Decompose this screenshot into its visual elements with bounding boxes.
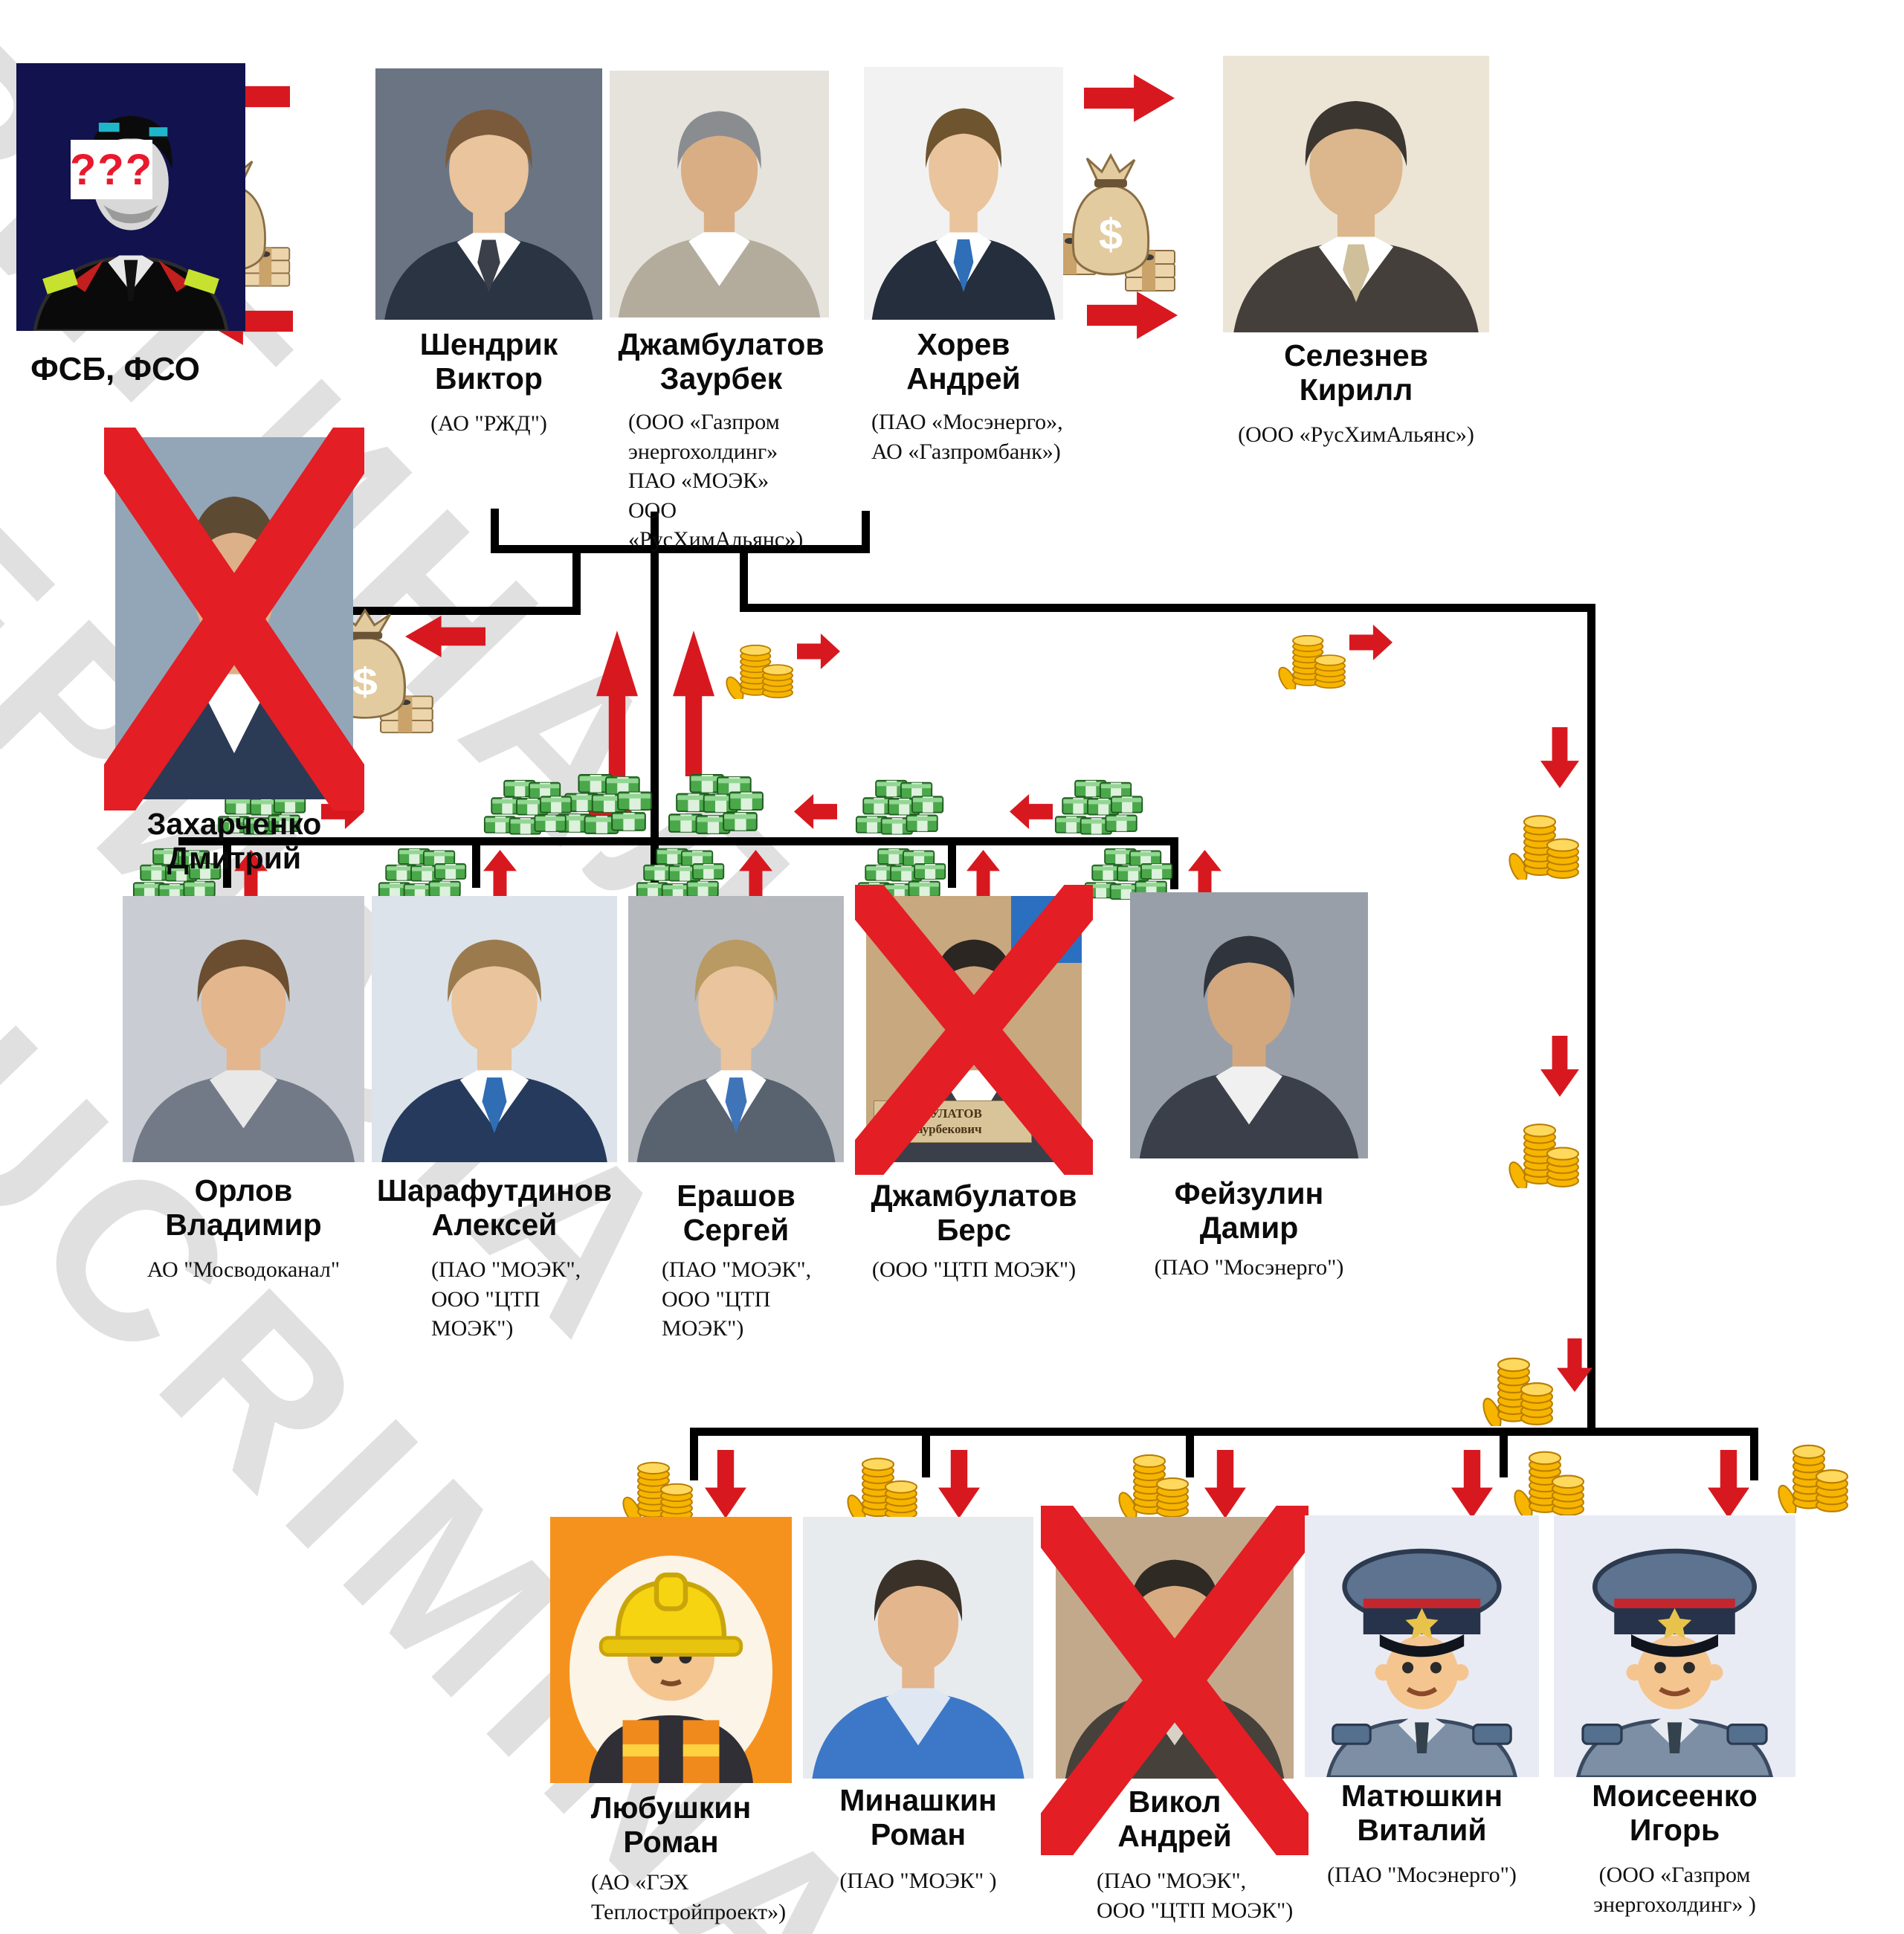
connector-stub-lyubushkin	[690, 1428, 698, 1480]
connector-branch-line	[740, 604, 1595, 612]
photo-erashov	[628, 896, 844, 1162]
org-moiseenko: (ООО «Газпром энергохолдинг» )	[1593, 1863, 1756, 1917]
connector-mid-spine	[178, 837, 1178, 845]
name-shendrik: Шендрик Виктор	[419, 327, 558, 396]
photo-zakharchenko	[115, 437, 353, 799]
cash-stack-icon	[378, 848, 468, 905]
gold-coins-icon	[1277, 619, 1346, 689]
photo-orlov	[123, 896, 364, 1162]
arrow-right-icon	[1349, 625, 1392, 660]
connector-stub-moiseenko	[1750, 1428, 1758, 1480]
connector-stub-sharafutdinov	[472, 837, 480, 888]
photo-matyushkin-cartoon	[1305, 1515, 1539, 1777]
arrow-down-icon	[1540, 727, 1579, 788]
name-moiseenko: Моисеенко Игорь	[1592, 1779, 1758, 1848]
svg-text:$: $	[352, 660, 378, 704]
connector-right-vertical	[1587, 604, 1595, 1436]
label-fsb: ФСБ, ФСО	[30, 351, 200, 387]
photo-seleznev	[1223, 56, 1489, 332]
arrow-down-icon	[1540, 1036, 1579, 1097]
photo-vikol	[1056, 1517, 1294, 1779]
photo-shendrik	[375, 68, 602, 320]
org-erashov: (ПАО "МОЭК", ООО "ЦТП МОЭК")	[662, 1257, 812, 1341]
gold-coins-icon	[1777, 1424, 1848, 1513]
name-lyubushkin: Любушкин Роман	[590, 1790, 752, 1860]
gold-coins-icon	[846, 1439, 917, 1521]
connector-stub-vikol	[1186, 1428, 1194, 1477]
photo-lyubushkin-cartoon	[550, 1517, 792, 1783]
gold-coins-icon	[1508, 1104, 1579, 1188]
name-zakharchenko: Захарченко Дмитрий	[146, 807, 322, 876]
connector-stub-matyushkin	[1500, 1428, 1508, 1477]
gold-coins-icon	[1508, 796, 1579, 880]
photo-khorev	[864, 67, 1063, 320]
org-minashkin: (ПАО "МОЭК" )	[839, 1869, 997, 1893]
org-orlov: АО "Мосводоканал"	[146, 1257, 341, 1282]
connector-stub-orlov	[223, 837, 231, 888]
org-seleznev: (ООО «РусХимАльянс»)	[1238, 422, 1474, 447]
connector-top-spine	[491, 545, 870, 553]
name-minashkin: Минашкин Роман	[839, 1783, 997, 1852]
cash-stack-icon	[132, 848, 223, 905]
photo-feyzulin	[1130, 892, 1368, 1158]
org-dzhambulatov-bers: (ООО "ЦТП МОЭК")	[871, 1257, 1077, 1282]
connector-branch-drop	[740, 553, 748, 612]
gold-coins-icon	[1513, 1431, 1584, 1517]
connector-bag-line	[331, 607, 581, 615]
name-khorev: Хорев Андрей	[906, 327, 1021, 396]
name-vikol: Викол Андрей	[1117, 1785, 1232, 1854]
connector-stub-minashkin	[922, 1428, 930, 1477]
org-shendrik: (АО "РЖД")	[430, 411, 547, 436]
arrow-down-icon	[1708, 1450, 1749, 1518]
name-seleznev: Селезнев Кирилл	[1284, 338, 1428, 407]
name-matyushkin: Матюшкин Виталий	[1340, 1779, 1503, 1848]
org-feyzulin: (ПАО "Мосэнерго")	[1154, 1255, 1344, 1280]
arrow-up-icon	[1188, 850, 1222, 897]
name-dzhambulatov-bers: Джамбулатов Берс	[871, 1179, 1077, 1248]
arrow-right-icon	[1084, 74, 1175, 122]
connector-stub-feyzulin	[1170, 837, 1178, 889]
cash-stack-icon	[636, 848, 726, 905]
backdrop-banner	[1011, 896, 1082, 963]
cash-stack-icon	[483, 779, 574, 840]
name-feyzulin: Фейзулин Дамир	[1174, 1176, 1324, 1245]
connector-bag-drop	[572, 545, 581, 615]
photo-moiseenko-cartoon	[1554, 1515, 1795, 1777]
connector-bottom-spine	[690, 1428, 1758, 1436]
arrow-up-icon	[966, 850, 1000, 897]
gold-coins-icon	[725, 628, 793, 699]
name-erashov: Ерашов Сергей	[677, 1179, 796, 1248]
cash-stack-icon	[1054, 779, 1145, 840]
connector-stub-shendrik	[491, 509, 499, 553]
money-bag-icon: $	[1045, 146, 1178, 300]
org-khorev: (ПАО «Мосэнерго», АО «Газпромбанк»)	[871, 410, 1063, 464]
arrow-right-icon	[797, 634, 840, 669]
cash-stack-icon	[668, 773, 766, 840]
org-vikol: (ПАО "МОЭК", ООО "ЦТП МОЭК")	[1097, 1869, 1294, 1923]
question-marks-overlay: ???	[70, 140, 152, 199]
name-orlov: Орлов Владимир	[165, 1173, 322, 1242]
org-sharafutdinov: (ПАО "МОЭК", ООО "ЦТП МОЭК")	[431, 1257, 581, 1341]
photo-sharafutdinov	[372, 896, 617, 1162]
cash-stack-icon	[556, 773, 654, 840]
connector-stub-dzhambulatov	[862, 511, 870, 553]
cash-stack-icon	[855, 779, 946, 840]
photo-dzhambulatov-zaurbek	[610, 71, 829, 318]
org-dzhambulatov-zaurbek: (ООО «Газпром энергохолдинг» ПАО «МОЭК» …	[628, 410, 804, 552]
gold-coins-icon	[622, 1444, 693, 1521]
org-matyushkin: (ПАО "Мосэнерго")	[1327, 1863, 1517, 1887]
nameplate-bers: ДЖАМБУЛАТОВ Берс Заурбекович	[874, 1100, 1032, 1143]
gold-coins-icon	[1117, 1435, 1189, 1518]
photo-minashkin	[803, 1517, 1033, 1779]
arrow-left-icon	[1010, 794, 1053, 829]
connector-central-stem	[651, 512, 659, 889]
name-sharafutdinov: Шарафутдинов Алексей	[376, 1173, 613, 1242]
name-dzhambulatov-zaurbek: Джамбулатов Заурбек	[618, 327, 824, 396]
svg-text:$: $	[1099, 210, 1123, 259]
org-lyubushkin: (АО «ГЭХ Теплостройпроект»)	[591, 1870, 787, 1924]
connector-stub-bers	[948, 837, 956, 888]
cash-stack-icon	[1084, 848, 1175, 905]
gold-coins-icon	[1482, 1337, 1553, 1426]
